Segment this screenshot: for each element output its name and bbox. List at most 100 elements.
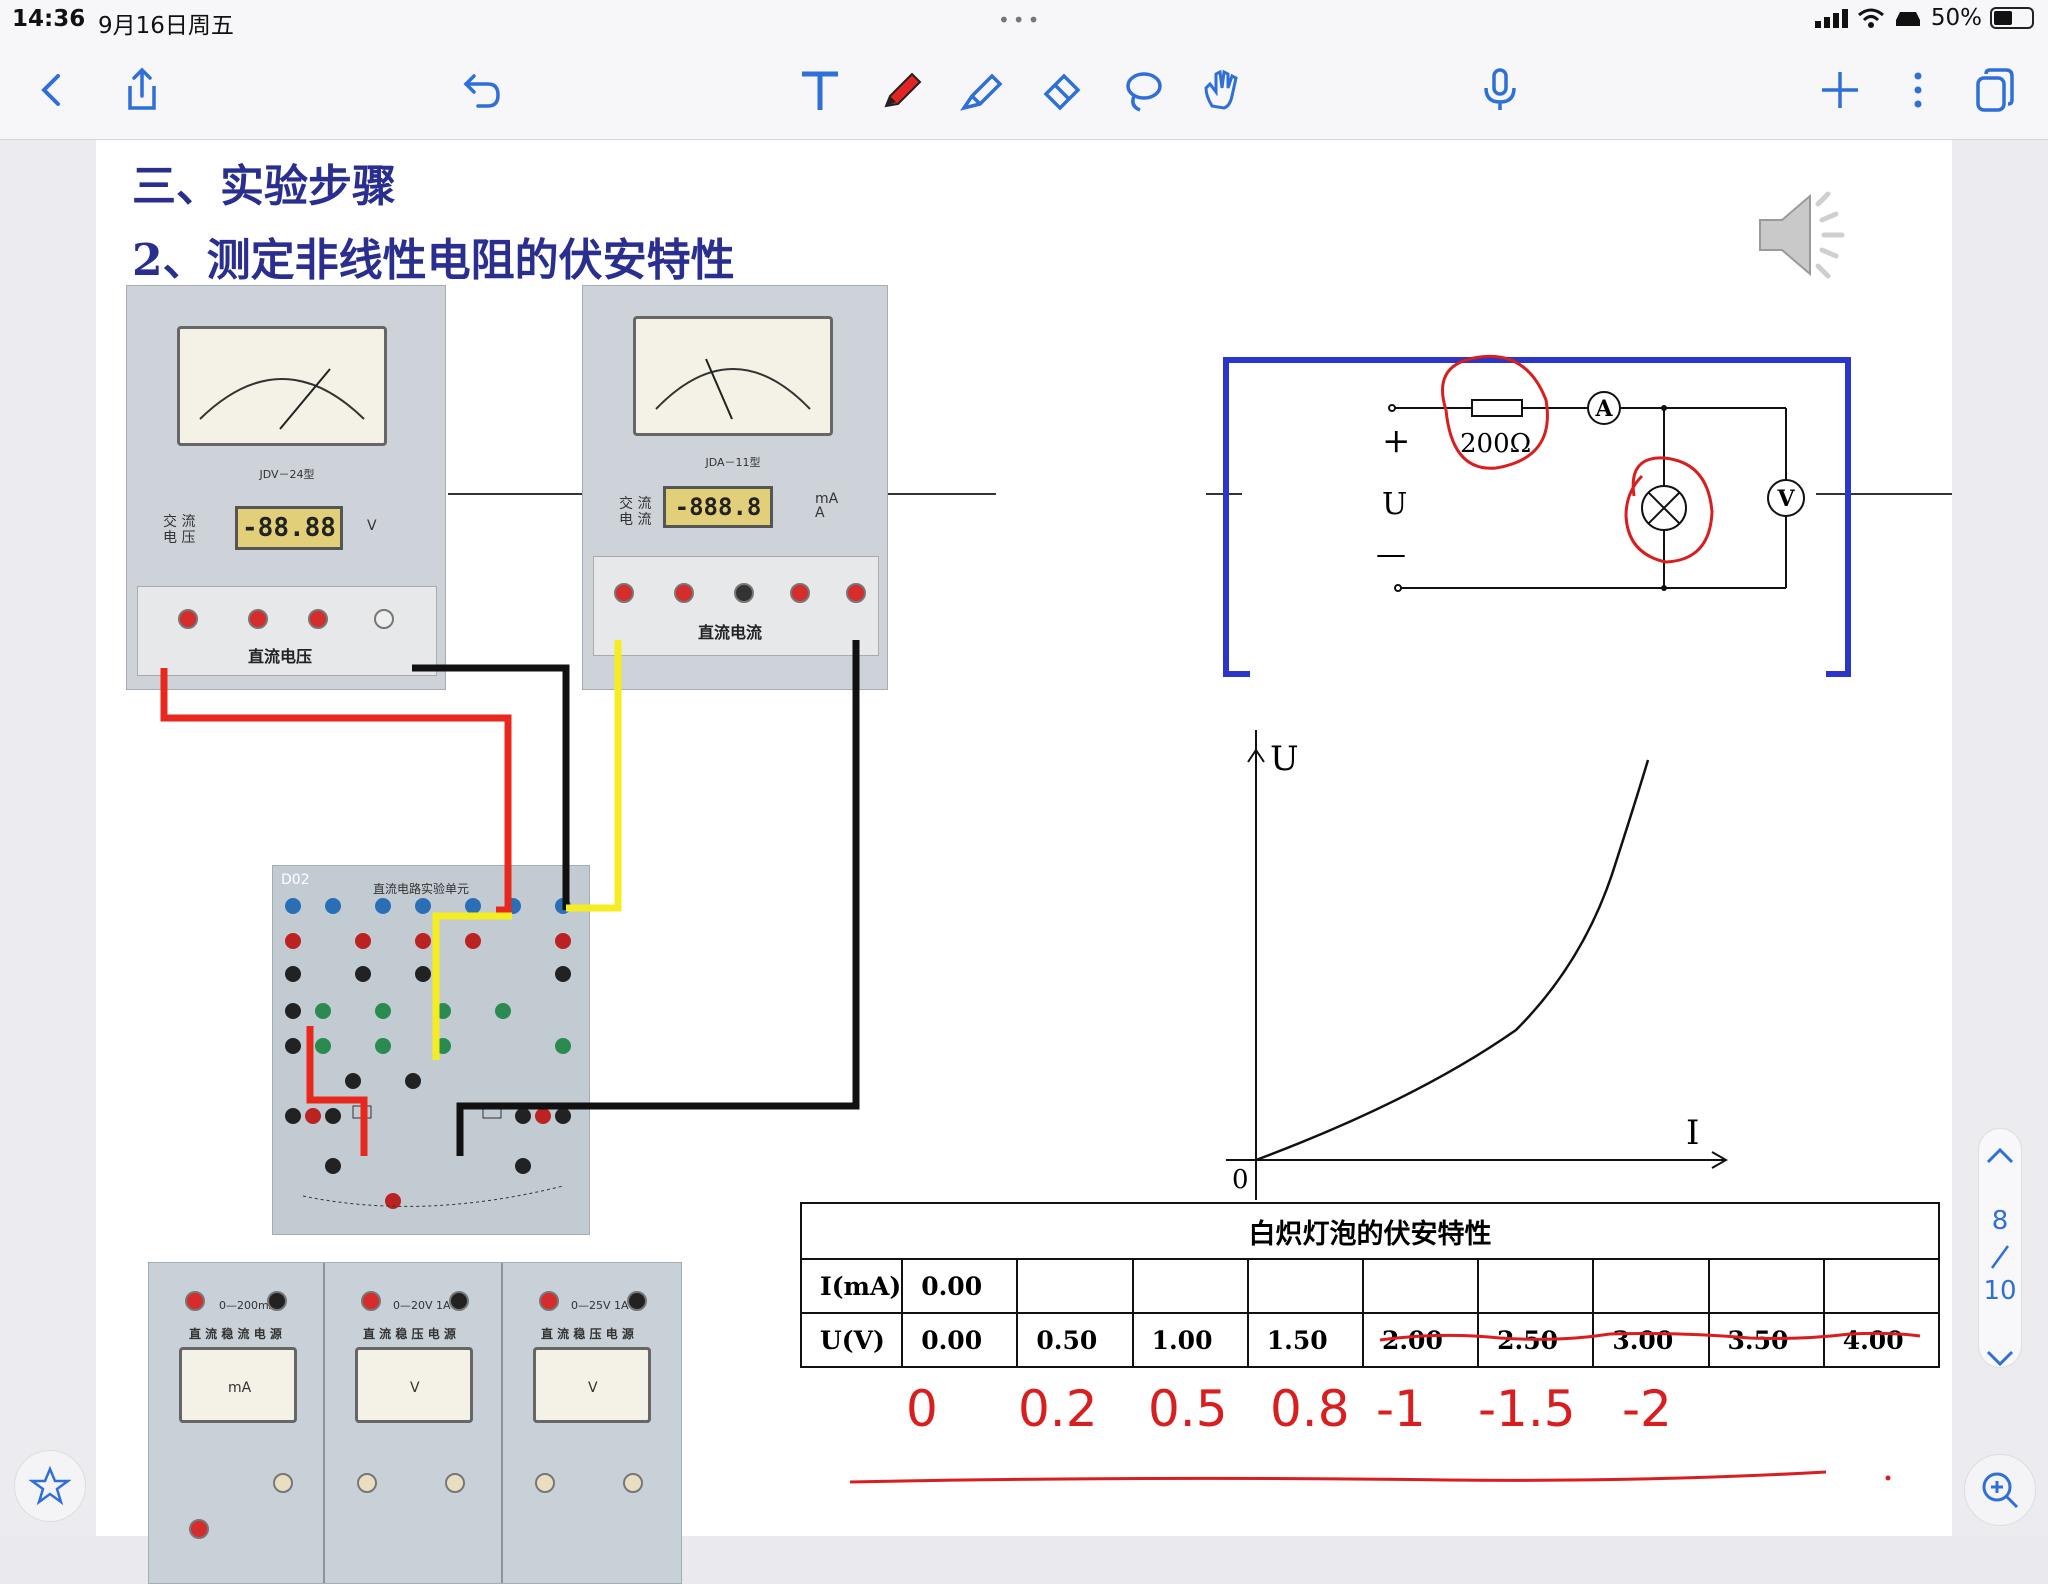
handwritten-value: -1 (1376, 1380, 1426, 1438)
table-title: 白炽灯泡的伏安特性 (800, 1202, 1940, 1260)
previous-page-icon[interactable] (1984, 1144, 2016, 1168)
ammeter-control-strip: 直流电流 (593, 556, 879, 656)
page-navigator (1978, 1128, 2022, 1368)
status-bar: 14:36 9月16日周五 ••• 50% (0, 0, 2048, 40)
handwritten-value: 0.8 (1270, 1380, 1350, 1438)
table-cell[interactable]: 3.50 (1707, 1312, 1825, 1368)
share-icon[interactable] (114, 62, 170, 118)
voltage-supply-1-meter: V (355, 1347, 473, 1423)
table-cell[interactable] (1361, 1258, 1480, 1314)
pages-icon[interactable] (1966, 62, 2022, 118)
range-knob-10a[interactable] (846, 583, 866, 603)
range-knob-250v[interactable] (248, 609, 268, 629)
voltage-supply-unit-2: 0—25V 1A 直 流 稳 压 电 源 V (505, 1263, 681, 1583)
table-cell[interactable]: 0.00 (901, 1258, 1019, 1314)
battery-icon (1990, 7, 2034, 29)
annotation-circle-lamp (1624, 456, 1714, 564)
origin-label: 0 (1232, 1165, 1249, 1195)
zoom-button[interactable] (1964, 1454, 2036, 1526)
voltage-supply-2-minus-terminal[interactable] (627, 1291, 647, 1311)
undo-icon[interactable] (454, 62, 510, 118)
lasso-tool-icon[interactable] (1114, 62, 1170, 118)
hold-knob[interactable] (734, 583, 754, 603)
ammeter-unit: mA A (815, 491, 839, 521)
range-knob-200ma[interactable] (614, 583, 634, 603)
circuit-diagram: A V + U — 200Ω (1206, 354, 1952, 677)
table-cell[interactable] (1131, 1258, 1249, 1314)
voltmeter-model: JDV－24型 (259, 468, 315, 481)
voltage-fine-knob-1[interactable] (445, 1473, 465, 1493)
bookmark-star-button[interactable] (14, 1450, 86, 1522)
table-cell[interactable] (1592, 1258, 1710, 1314)
next-page-icon[interactable] (1984, 1346, 2016, 1370)
handwritten-values: 0 0.2 0.5 0.8 -1 -1.5 -2 (900, 1380, 1800, 1460)
table-cell[interactable]: 0.50 (1016, 1312, 1134, 1368)
table-cell[interactable]: 3.00 (1592, 1312, 1710, 1368)
resistor-value: 200Ω (1460, 429, 1531, 459)
x-axis-label: I (1686, 1113, 1699, 1153)
current-supply-minus-terminal[interactable] (267, 1291, 287, 1311)
voltage-supply-2-label: 直 流 稳 压 电 源 (541, 1327, 634, 1341)
table-row-current: I(mA) 0.00 (799, 1258, 1941, 1314)
left-margin (0, 140, 96, 1536)
pen-tool-icon[interactable] (874, 62, 930, 118)
voltage-supply-unit-1: 0—20V 1A 直 流 稳 压 电 源 V (327, 1263, 503, 1583)
voltage-supply-2-plus-terminal[interactable] (539, 1291, 559, 1311)
ammeter-model: JDA－11型 (705, 456, 761, 469)
plus-sign: + (1382, 421, 1411, 461)
page-divider (1990, 1245, 2010, 1269)
hand-tool-icon[interactable] (1194, 62, 1250, 118)
voltage-supply-1-plus-terminal[interactable] (361, 1291, 381, 1311)
voltmeter-label: 直流电压 (248, 647, 313, 666)
table-cell[interactable]: 1.00 (1131, 1312, 1249, 1368)
table-cell[interactable] (1822, 1258, 1941, 1314)
table-cell[interactable]: 4.00 (1822, 1312, 1941, 1368)
table-cell[interactable]: 1.50 (1246, 1312, 1364, 1368)
eraser-tool-icon[interactable] (1034, 62, 1090, 118)
voltage-supply-1-minus-terminal[interactable] (449, 1291, 469, 1311)
voltage-coarse-knob-2[interactable] (535, 1473, 555, 1493)
current-page-number: 8 (1991, 1206, 2009, 1236)
voltmeter-letter: V (1776, 486, 1795, 512)
voltage-coarse-knob-1[interactable] (357, 1473, 377, 1493)
table-cell[interactable] (1246, 1258, 1364, 1314)
microphone-icon[interactable] (1472, 62, 1528, 118)
range-knob-1a[interactable] (674, 583, 694, 603)
iv-data-table: 白炽灯泡的伏安特性 I(mA) 0.00 U(V) 0.00 0.50 1.00… (799, 1202, 1941, 1368)
table-cell[interactable] (1016, 1258, 1134, 1314)
table-cell[interactable] (1707, 1258, 1825, 1314)
zoom-in-icon (1982, 1472, 2019, 1509)
annotation-circle-resistor (1441, 354, 1549, 470)
slide-page[interactable]: 三、实验步骤 2、测定非线性电阻的伏安特性 JDV－24型 交 流 电 压 -8… (96, 140, 1952, 1584)
resistor-symbol (1471, 399, 1523, 417)
signal-icon (1814, 9, 1848, 28)
multitasking-dots[interactable]: ••• (998, 8, 1043, 32)
current-supply-plus-terminal[interactable] (185, 1291, 205, 1311)
wiring-overlay (160, 493, 996, 1156)
add-icon[interactable] (1812, 62, 1868, 118)
handwritten-value: 0.2 (1018, 1380, 1098, 1438)
hold-knob[interactable] (374, 609, 394, 629)
ammeter-panel-photo: JDA－11型 交 流 电 流 -888.8 mA A 直流电流 (582, 285, 888, 690)
back-icon[interactable] (24, 62, 80, 118)
status-time: 14:36 (12, 6, 86, 32)
voltage-supply-1-range: 0—20V 1A (393, 1299, 451, 1312)
more-icon[interactable] (1890, 62, 1946, 118)
table-cell[interactable]: 0.00 (901, 1312, 1019, 1368)
voltage-fine-knob-2[interactable] (623, 1473, 643, 1493)
power-supply-photo: 0—200mA 直 流 稳 流 电 源 mA 0—20V 1A 直 流 稳 压 … (148, 1262, 682, 1584)
voltage-supply-2-meter: V (533, 1347, 651, 1423)
handwritten-value: 0 (906, 1380, 938, 1438)
star-icon (29, 1465, 71, 1506)
ammeter-lcd: -888.8 (663, 486, 773, 528)
range-knob-2a[interactable] (790, 583, 810, 603)
highlighter-tool-icon[interactable] (954, 62, 1010, 118)
speaker-icon[interactable] (1756, 180, 1866, 290)
table-cell[interactable] (1477, 1258, 1595, 1314)
range-knob-500v[interactable] (308, 609, 328, 629)
text-tool-icon[interactable] (792, 62, 848, 118)
range-knob-50v[interactable] (178, 609, 198, 629)
diagram-frame (1223, 357, 1851, 677)
current-adjust-knob[interactable] (273, 1473, 293, 1493)
row-header-current: I(mA) (799, 1258, 904, 1314)
